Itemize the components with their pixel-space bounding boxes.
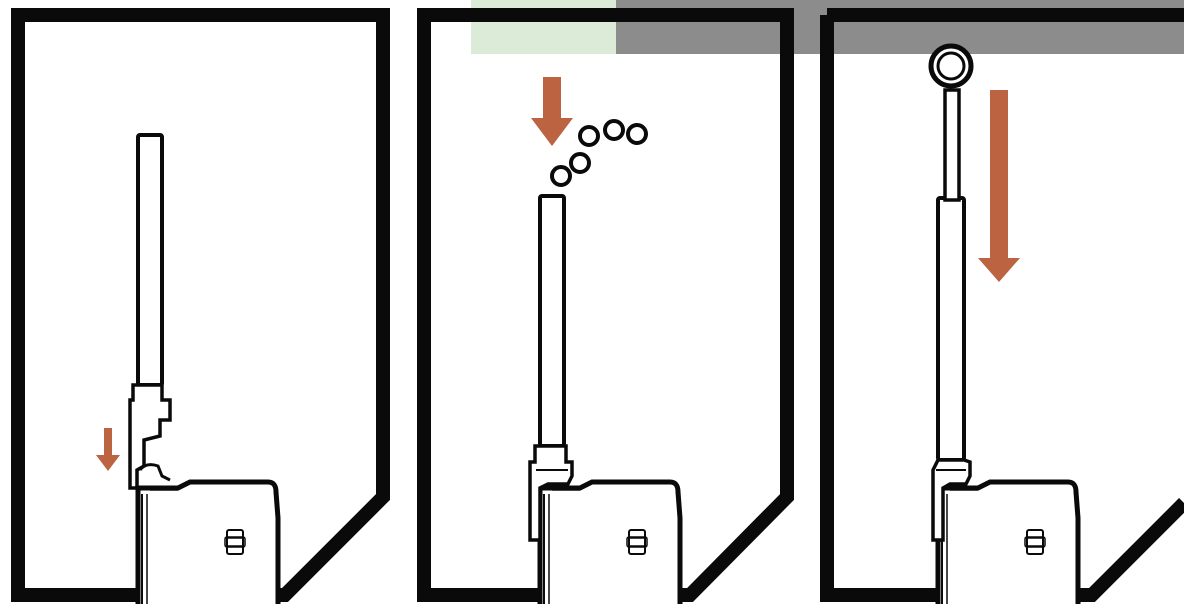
ring-icons xyxy=(552,121,646,185)
panel-2 xyxy=(424,15,787,604)
down-arrow-icon xyxy=(96,428,120,471)
device-screw xyxy=(1025,530,1045,554)
antenna-rod-upper xyxy=(945,90,959,200)
device-screw xyxy=(627,530,647,554)
panel-1 xyxy=(18,15,383,604)
device-screw xyxy=(225,530,245,554)
panel-3 xyxy=(827,15,1184,604)
device-body xyxy=(138,482,278,604)
antenna-rod-lower xyxy=(938,198,964,460)
antenna-rod xyxy=(138,135,162,385)
antenna-collar xyxy=(130,385,170,488)
down-arrow-icon xyxy=(978,90,1020,282)
antenna-rod xyxy=(540,196,564,446)
device-body xyxy=(938,482,1078,604)
down-arrow-icon xyxy=(531,77,573,146)
device-body xyxy=(540,482,680,604)
